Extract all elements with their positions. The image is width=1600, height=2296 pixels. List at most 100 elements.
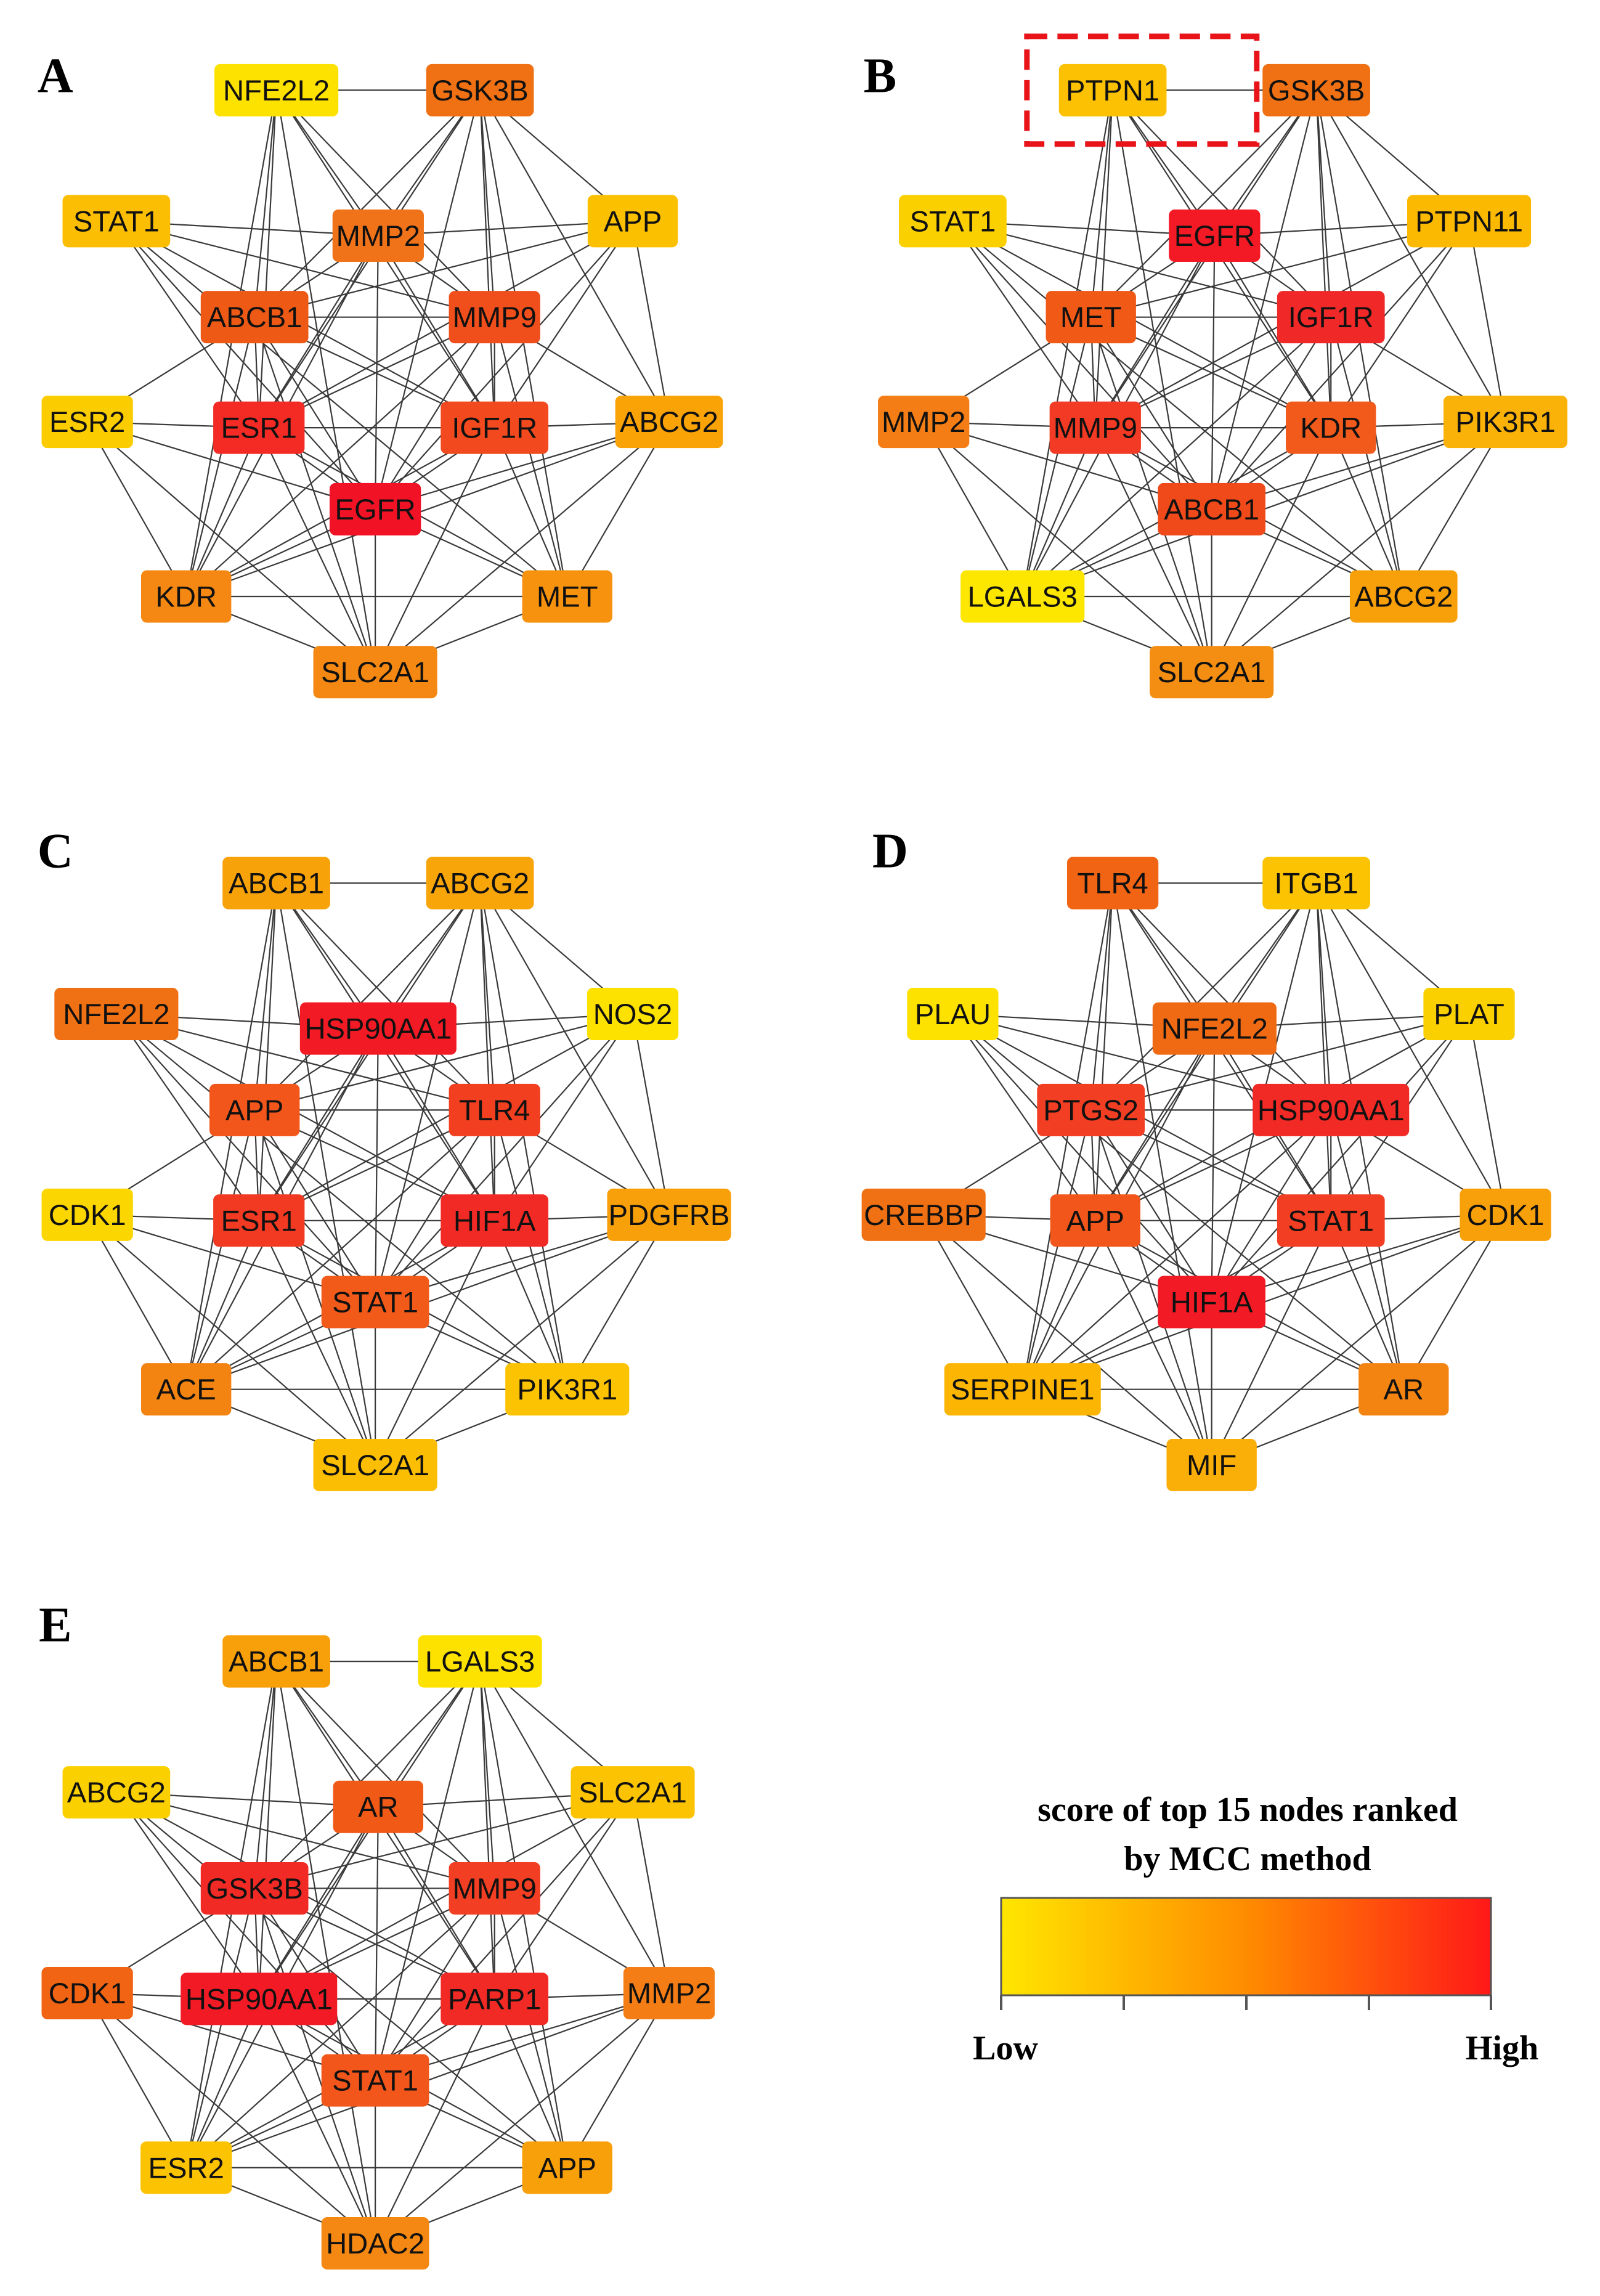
node-ptpn11[interactable]: PTPN11 [1407, 195, 1532, 248]
node-label: MET [1060, 301, 1122, 334]
node-label: IGF1R [1288, 301, 1374, 334]
node-ar[interactable]: AR [1358, 1363, 1449, 1416]
node-slc2a1[interactable]: SLC2A1 [313, 646, 437, 699]
node-gsk3b[interactable]: GSK3B [200, 1862, 309, 1915]
node-stat1[interactable]: STAT1 [899, 195, 1007, 248]
edge [115, 1792, 260, 2000]
edge [258, 427, 376, 673]
node-mmp9[interactable]: MMP9 [1049, 401, 1141, 454]
node-met[interactable]: MET [1046, 291, 1136, 344]
node-box [1262, 857, 1370, 910]
node-box [907, 988, 999, 1041]
node-hsp90aa1[interactable]: HSP90AA1 [1253, 1083, 1410, 1136]
edge [1090, 882, 1114, 1110]
node-met[interactable]: MET [522, 570, 612, 623]
node-stat1[interactable]: STAT1 [321, 1276, 429, 1329]
node-mmp9[interactable]: MMP9 [449, 291, 540, 344]
node-tlr4[interactable]: TLR4 [449, 1083, 540, 1136]
edge [1330, 221, 1470, 428]
edge [566, 1214, 670, 1390]
node-serpine1[interactable]: SERPINE1 [944, 1363, 1101, 1416]
node-mmp2[interactable]: MMP2 [623, 1966, 715, 2019]
node-esr2[interactable]: ESR2 [140, 2141, 232, 2194]
node-cdk1[interactable]: CDK1 [1460, 1188, 1551, 1241]
node-hdac2[interactable]: HDAC2 [321, 2217, 429, 2270]
node-hsp90aa1[interactable]: HSP90AA1 [181, 1972, 338, 2025]
node-abcb1[interactable]: ABCB1 [1158, 482, 1265, 535]
node-igf1r[interactable]: IGF1R [1277, 291, 1385, 344]
node-abcg2[interactable]: ABCG2 [426, 857, 534, 910]
node-mif[interactable]: MIF [1166, 1438, 1257, 1491]
node-cdk1[interactable]: CDK1 [41, 1188, 133, 1241]
node-label: MMP2 [882, 406, 965, 439]
node-pik3r1[interactable]: PIK3R1 [505, 1363, 630, 1416]
node-lgals3[interactable]: LGALS3 [418, 1635, 542, 1688]
node-box [321, 2217, 429, 2270]
node-igf1r[interactable]: IGF1R [441, 401, 549, 454]
node-hif1a[interactable]: HIF1A [1158, 1276, 1265, 1329]
node-parp1[interactable]: PARP1 [441, 1972, 549, 2025]
node-slc2a1[interactable]: SLC2A1 [1150, 646, 1274, 699]
node-hif1a[interactable]: HIF1A [441, 1194, 549, 1247]
node-ptpn1[interactable]: PTPN1 [1058, 63, 1167, 116]
node-label: TLR4 [1077, 868, 1148, 900]
node-nfe2l2[interactable]: NFE2L2 [1152, 1002, 1277, 1055]
node-box [899, 195, 1007, 248]
node-abcb1[interactable]: ABCB1 [222, 857, 330, 910]
node-esr2[interactable]: ESR2 [41, 396, 133, 449]
node-abcb1[interactable]: ABCB1 [222, 1635, 330, 1688]
node-box [333, 1780, 424, 1833]
node-box [62, 195, 171, 248]
edge [258, 1220, 376, 1465]
node-egfr[interactable]: EGFR [329, 482, 421, 535]
node-nfe2l2[interactable]: NFE2L2 [54, 988, 179, 1041]
node-app[interactable]: APP [587, 195, 678, 248]
node-box [426, 857, 534, 910]
node-lgals3[interactable]: LGALS3 [960, 570, 1085, 623]
node-cdk1[interactable]: CDK1 [41, 1966, 133, 2019]
node-abcg2[interactable]: ABCG2 [1349, 570, 1458, 623]
node-mmp2[interactable]: MMP2 [878, 396, 970, 449]
node-ar[interactable]: AR [333, 1780, 424, 1833]
node-app[interactable]: APP [522, 2141, 612, 2194]
node-abcg2[interactable]: ABCG2 [615, 396, 723, 449]
node-gsk3b[interactable]: GSK3B [1262, 63, 1370, 116]
node-mmp2[interactable]: MMP2 [332, 209, 424, 262]
node-ace[interactable]: ACE [141, 1363, 232, 1416]
node-stat1[interactable]: STAT1 [62, 195, 171, 248]
highlight-box [1024, 33, 1260, 147]
node-app[interactable]: APP [1050, 1194, 1140, 1247]
node-gsk3b[interactable]: GSK3B [426, 63, 534, 116]
node-slc2a1[interactable]: SLC2A1 [313, 1438, 437, 1491]
node-itgb1[interactable]: ITGB1 [1262, 857, 1370, 910]
edge [185, 316, 495, 597]
node-pdgfrb[interactable]: PDGFRB [607, 1188, 731, 1241]
node-esr1[interactable]: ESR1 [213, 401, 305, 454]
node-tlr4[interactable]: TLR4 [1066, 857, 1159, 910]
node-plat[interactable]: PLAT [1423, 988, 1515, 1041]
node-label: APP [225, 1094, 283, 1127]
node-kdr[interactable]: KDR [141, 570, 232, 623]
node-box [140, 2141, 232, 2194]
node-esr1[interactable]: ESR1 [213, 1194, 305, 1247]
node-slc2a1[interactable]: SLC2A1 [571, 1766, 695, 1819]
edge [275, 89, 495, 318]
node-stat1[interactable]: STAT1 [321, 2054, 429, 2107]
node-abcg2[interactable]: ABCG2 [62, 1766, 171, 1819]
node-plau[interactable]: PLAU [907, 988, 999, 1041]
node-app[interactable]: APP [209, 1083, 300, 1136]
node-nfe2l2[interactable]: NFE2L2 [214, 63, 339, 116]
node-kdr[interactable]: KDR [1286, 401, 1376, 454]
node-label: ESR2 [49, 406, 125, 439]
edge [1330, 1110, 1405, 1390]
node-pik3r1[interactable]: PIK3R1 [1443, 396, 1568, 449]
node-nos2[interactable]: NOS2 [587, 988, 679, 1041]
node-ptgs2[interactable]: PTGS2 [1037, 1083, 1145, 1136]
node-egfr[interactable]: EGFR [1169, 209, 1261, 262]
node-mmp9[interactable]: MMP9 [449, 1862, 540, 1915]
node-abcb1[interactable]: ABCB1 [200, 291, 309, 344]
node-crebbp[interactable]: CREBBP [861, 1188, 986, 1241]
node-hsp90aa1[interactable]: HSP90AA1 [299, 1002, 457, 1055]
legend-ticks [1000, 1995, 1492, 2010]
node-stat1[interactable]: STAT1 [1277, 1194, 1385, 1247]
